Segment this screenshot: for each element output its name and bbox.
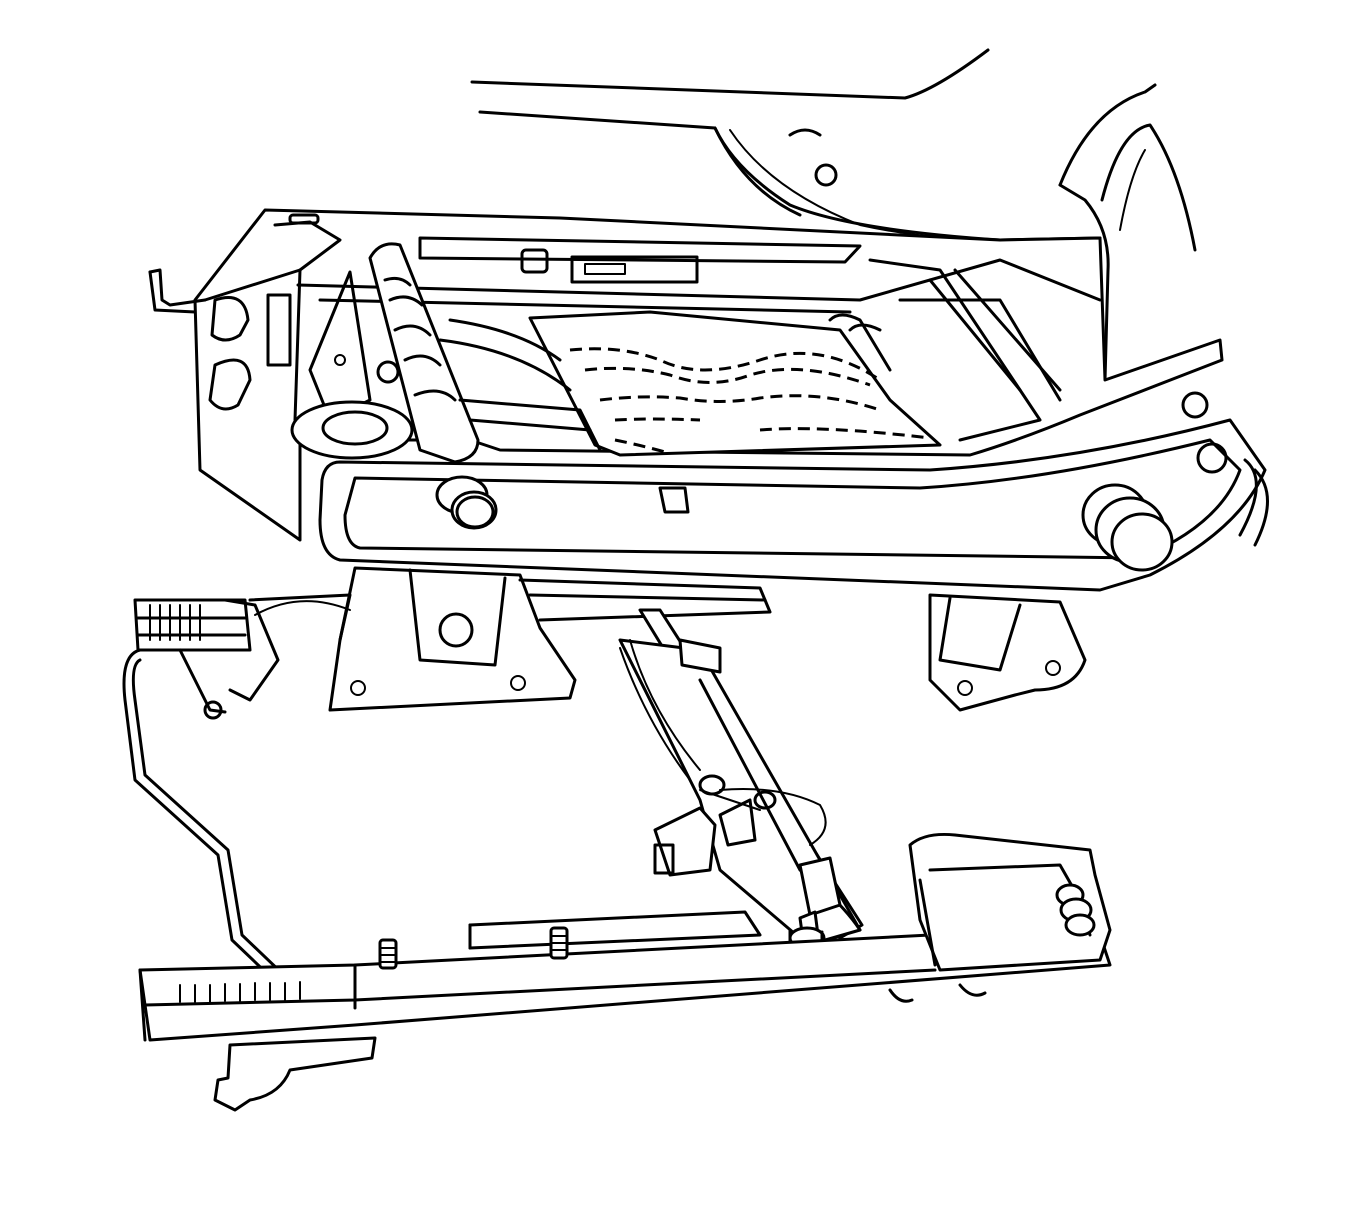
wire-lead xyxy=(122,648,312,1007)
left-riser-bracket xyxy=(328,566,772,712)
recliner-lever-link xyxy=(618,608,864,947)
wire-harness-connector xyxy=(133,593,352,720)
right-riser-bracket xyxy=(928,593,1087,712)
pivot-boss xyxy=(290,400,414,460)
front-track-bracket xyxy=(908,833,1112,972)
left-stud xyxy=(435,475,498,530)
hinge-tube xyxy=(368,242,480,464)
right-stud xyxy=(1081,483,1174,572)
lower-cross-rail xyxy=(318,391,1269,592)
seat-mechanism-center xyxy=(438,258,1062,457)
seat-cushion-pan xyxy=(470,48,1102,246)
